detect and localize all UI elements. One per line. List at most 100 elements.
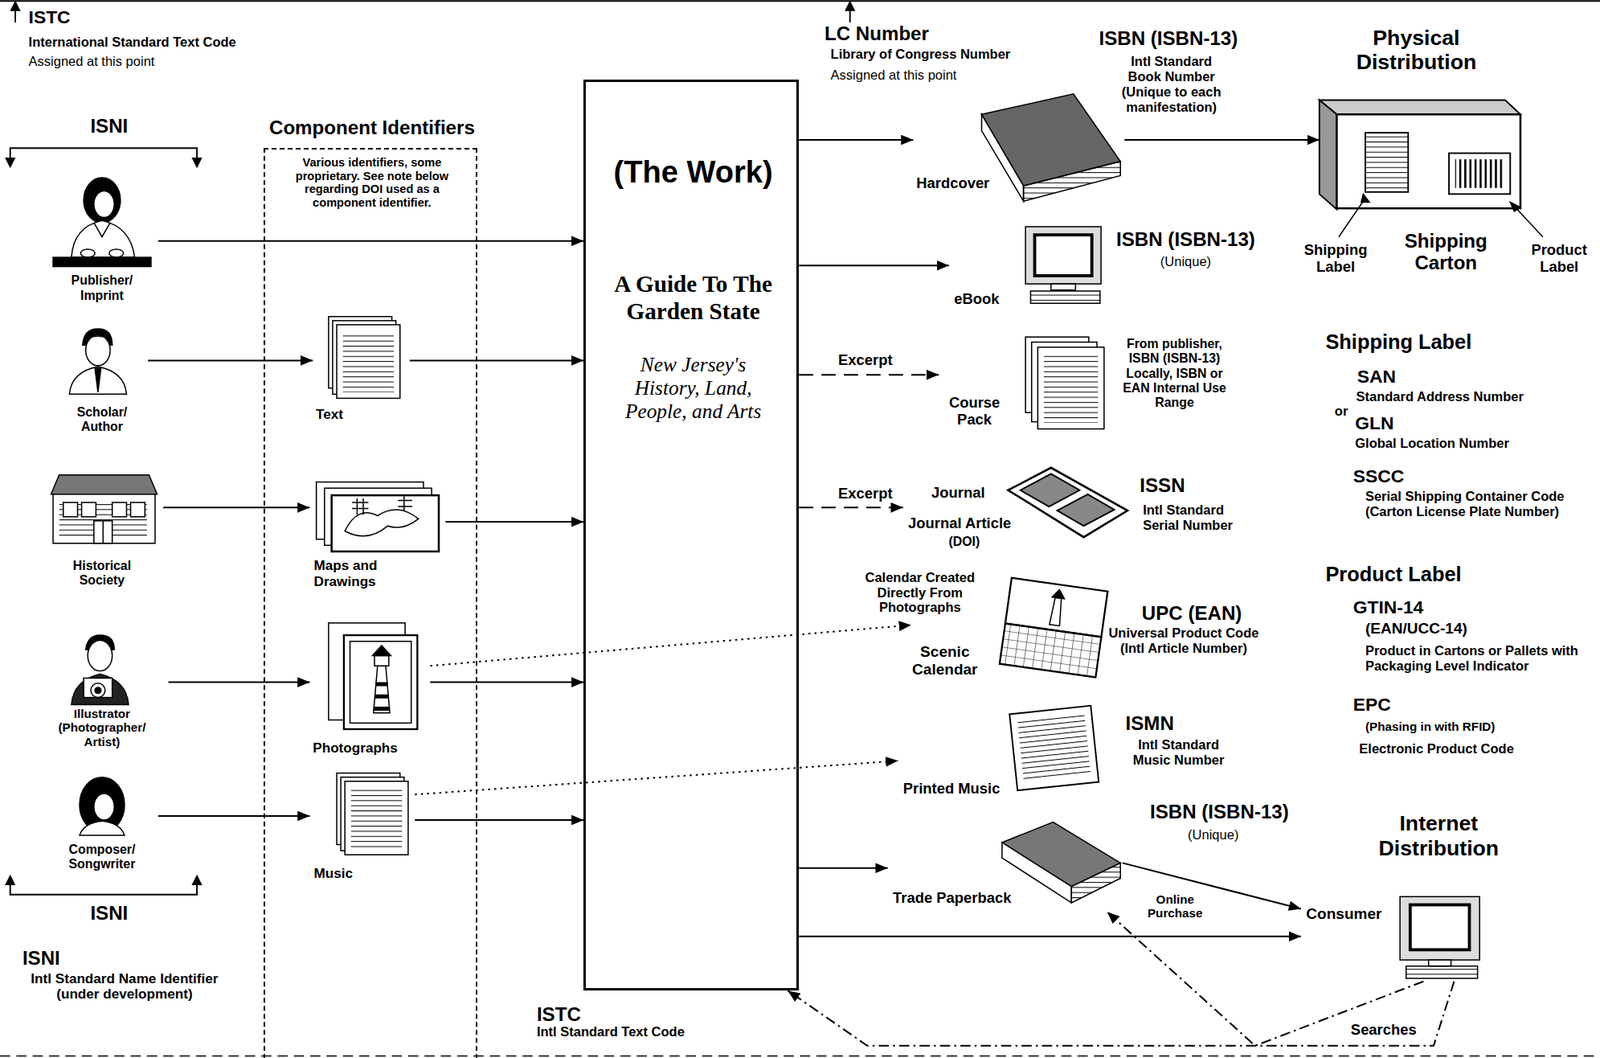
sheet-music-icon xyxy=(1009,705,1099,790)
node-text: New Jersey's History, Land, People, and … xyxy=(611,352,775,424)
identifier-label: Universal Product Code (Intl Article Num… xyxy=(1107,625,1261,656)
photographs-icon xyxy=(372,645,391,656)
identifier-label: ISNI xyxy=(22,946,61,970)
publisher-icon xyxy=(109,249,124,258)
node-text: A Guide To The Garden State xyxy=(596,270,790,325)
illustrator-icon xyxy=(71,634,129,704)
publisher-icon xyxy=(83,177,121,223)
page-stack xyxy=(328,316,1105,855)
identifier-label: ISBN (ISBN-13) xyxy=(1116,228,1256,251)
identifier-label: (Phasing in with RFID) xyxy=(1365,719,1495,734)
society-building xyxy=(102,520,104,544)
identifier-label: Intl Standard Serial Number xyxy=(1142,502,1250,533)
pointer-arrow xyxy=(11,2,20,11)
edge-label: Excerpt xyxy=(836,351,895,369)
society-building xyxy=(130,502,146,517)
work-box: (The Work)A Guide To The Garden StateNew… xyxy=(583,79,799,991)
identifier-label: Product in Cartons or Pallets with Packa… xyxy=(1365,642,1592,674)
node-text: Publisher/ Imprint xyxy=(61,273,144,303)
identifier-label: ISBN (ISBN-13) xyxy=(1149,800,1290,823)
society-building xyxy=(81,502,97,517)
author-icon xyxy=(94,367,102,392)
leader-line xyxy=(1509,202,1521,212)
author-icon xyxy=(84,335,111,340)
identifier-label: Global Location Number xyxy=(1354,435,1510,451)
author-icon xyxy=(69,366,127,394)
isni-bracket xyxy=(6,147,202,895)
calendar-icon xyxy=(1049,597,1064,627)
illustrator-icon xyxy=(83,677,113,697)
contributor-icon: Historical Society xyxy=(40,471,164,593)
identifier-label: ISTC xyxy=(28,6,71,28)
page-stack xyxy=(344,781,409,855)
publisher-icon xyxy=(53,177,152,267)
connector-arrow xyxy=(167,681,310,684)
edge-label: Calendar Created Directly From Photograp… xyxy=(847,569,994,616)
shipping-carton xyxy=(1448,153,1510,195)
component-icon: Music xyxy=(309,769,415,884)
identifier-label: From publisher, ISBN (ISBN-13) Locally, … xyxy=(1113,336,1236,410)
node-text: Scenic Calendar xyxy=(908,642,981,679)
node-text: Hardcover xyxy=(916,174,990,192)
node-text: Music xyxy=(314,865,354,882)
page-stack xyxy=(1037,347,1105,430)
composer-icon xyxy=(79,820,125,835)
identifier-label: ISBN (ISBN-13) xyxy=(1098,27,1238,50)
identifier-label: Shipping Label xyxy=(1325,330,1472,354)
edge-label: Online Purchase xyxy=(1142,892,1208,921)
node-text: (DOI) xyxy=(949,534,981,549)
publisher-icon xyxy=(94,191,115,218)
identifier-label: Shipping Label xyxy=(1297,241,1375,275)
connector-arrow xyxy=(787,981,1454,1046)
frame-line xyxy=(0,1055,1600,1057)
computer-icon xyxy=(1025,226,1101,284)
identifier-label: ISTC xyxy=(536,1002,582,1026)
page-stack xyxy=(336,324,401,398)
connector-arrow xyxy=(798,935,1302,938)
paperback-book xyxy=(1002,842,1072,903)
journal-icon xyxy=(1008,467,1129,537)
component-icon: Maps and Drawings xyxy=(309,478,446,596)
connector-arrow xyxy=(414,818,584,821)
identifier-label: LC Number xyxy=(824,22,929,46)
page-stack xyxy=(351,789,402,849)
identifier-label: Product Label xyxy=(1523,241,1596,275)
pointer-arrow xyxy=(11,2,855,23)
connector-arrow xyxy=(414,760,898,794)
illustrator-icon xyxy=(94,687,102,694)
node-text: Journal Article xyxy=(908,514,1011,532)
node-text: Historical Society xyxy=(61,558,144,589)
identifier-label: International Standard Text Code xyxy=(28,34,237,50)
leader-line xyxy=(1514,206,1543,238)
shipping-carton xyxy=(1319,99,1521,209)
photographs-icon xyxy=(373,665,390,713)
identifier-label: SSCC xyxy=(1353,465,1404,487)
identifier-label: Searches xyxy=(1349,1020,1419,1038)
maps-drawings-icon xyxy=(316,482,439,552)
sheet-music-icon xyxy=(1017,714,1091,783)
connector-arrow xyxy=(409,359,584,361)
edge-label: Excerpt xyxy=(836,484,895,502)
isni-bracket xyxy=(10,883,197,895)
node-text: Printed Music xyxy=(903,779,1001,797)
sheet-music-icon xyxy=(1009,705,1099,790)
leader-line xyxy=(1361,193,1370,202)
node-text: Shipping Carton xyxy=(1389,229,1502,275)
identifier-label: Product Label xyxy=(1325,562,1461,586)
product-icon: Scenic Calendar xyxy=(911,612,1111,684)
isni-bracket xyxy=(192,158,201,167)
photographs-icon xyxy=(328,622,418,729)
node-text: Trade Paperback xyxy=(892,888,1011,906)
contributor-icon: Scholar/ Author xyxy=(56,324,148,439)
node-text: Physical Distribution xyxy=(1339,25,1493,75)
product-icon: Hardcover xyxy=(912,90,1125,203)
frame-line xyxy=(0,0,1600,2)
node-text: Scholar/ Author xyxy=(66,405,139,435)
connector-arrow xyxy=(798,373,939,376)
node-text: Various identifiers, some proprietary. S… xyxy=(277,155,467,210)
product-icon: Course Pack xyxy=(938,334,1108,437)
identifier-label: EPC xyxy=(1353,693,1392,715)
page-stack xyxy=(343,332,394,393)
identifier-label: ISSN xyxy=(1139,474,1185,497)
identifier-label: Electronic Product Code xyxy=(1358,740,1515,757)
